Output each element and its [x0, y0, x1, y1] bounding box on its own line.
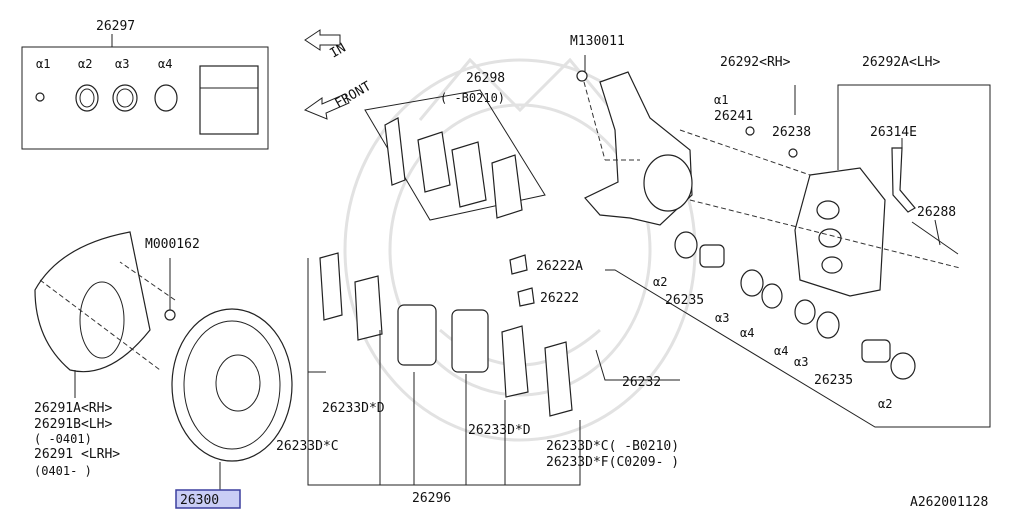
label-a2-kit[interactable]: α2 — [78, 57, 92, 71]
highlight-box — [175, 489, 241, 509]
label-m130011[interactable]: M130011 — [570, 34, 625, 49]
label-26298-range: ( -B0210) — [440, 91, 505, 105]
label-26235-bottom[interactable]: 26235 — [814, 373, 853, 388]
label-a2-top[interactable]: α2 — [653, 275, 667, 289]
diagram-reference-code: A262001128 — [910, 495, 988, 510]
pad-kit-group — [364, 89, 546, 221]
label-a1-kit[interactable]: α1 — [36, 57, 50, 71]
label-26232[interactable]: 26232 — [622, 375, 661, 390]
bolt-26238 — [788, 148, 798, 158]
clip-26222a — [509, 254, 528, 275]
label-26291-range: (0401- ) — [34, 464, 92, 478]
label-a3-bottom[interactable]: α3 — [794, 355, 808, 369]
ring-a4 — [154, 84, 178, 112]
bolt-m000162 — [164, 309, 176, 321]
dust-shield — [34, 231, 176, 373]
label-26314e[interactable]: 26314E — [870, 125, 917, 140]
grease-packet — [199, 65, 259, 135]
label-26233d-d-right[interactable]: 26233D*D — [468, 423, 531, 438]
label-a4-bottom[interactable]: α4 — [774, 344, 788, 358]
callout-labels: 26297 α1 α2 α3 α4 IN FRONT 26298 ( -B021… — [34, 19, 988, 510]
label-26291a[interactable]: 26291A<RH> — [34, 401, 112, 416]
label-26233d-c-right[interactable]: 26233D*C( -B0210) — [546, 439, 679, 454]
arrow-front-icon — [303, 93, 350, 120]
label-26300-highlighted[interactable]: 26300 — [180, 493, 219, 508]
label-a1-caliper[interactable]: α1 — [714, 93, 728, 107]
small-bolt-a1 — [35, 92, 45, 102]
label-26233d-f[interactable]: 26233D*F(C0209- ) — [546, 455, 679, 470]
pad-kit-outline — [364, 89, 546, 221]
clip-26222 — [517, 287, 535, 307]
direction-in-label: IN — [328, 41, 349, 62]
label-26292a-lh[interactable]: 26292A<LH> — [862, 55, 940, 70]
brake-rotor — [171, 308, 293, 462]
label-26235-top[interactable]: 26235 — [665, 293, 704, 308]
seal-kit-group — [21, 34, 269, 150]
label-26233d-c-left[interactable]: 26233D*C — [276, 439, 339, 454]
direction-arrows — [303, 29, 350, 120]
pads-and-shims — [319, 252, 573, 417]
bleeder-26241 — [745, 126, 755, 136]
label-26238[interactable]: 26238 — [772, 125, 811, 140]
label-26222[interactable]: 26222 — [540, 291, 579, 306]
label-26291b[interactable]: 26291B<LH> — [34, 417, 112, 432]
label-a2-bottom[interactable]: α2 — [878, 397, 892, 411]
label-m000162[interactable]: M000162 — [145, 237, 200, 252]
label-26291b-range: ( -0401) — [34, 432, 92, 446]
label-26222a[interactable]: 26222A — [536, 259, 583, 274]
arrow-in-icon — [304, 29, 341, 51]
label-26297[interactable]: 26297 — [96, 19, 135, 34]
outer-pad — [451, 309, 489, 373]
label-a3-kit[interactable]: α3 — [115, 57, 129, 71]
label-26288[interactable]: 26288 — [917, 205, 956, 220]
direction-front-label: FRONT — [333, 79, 375, 112]
pad-spring-26314e — [891, 147, 916, 213]
label-a3-top[interactable]: α3 — [715, 311, 729, 325]
label-a4-top[interactable]: α4 — [740, 326, 754, 340]
bolt-m130011 — [576, 70, 588, 82]
pistons-and-seals — [674, 231, 916, 380]
pin-26288 — [911, 221, 959, 255]
label-26292-rh[interactable]: 26292<RH> — [720, 55, 791, 70]
seal-kit-box — [21, 46, 269, 150]
steering-knuckle — [576, 70, 693, 226]
label-a4-kit[interactable]: α4 — [158, 57, 172, 71]
guide-lines — [39, 81, 961, 371]
label-26241[interactable]: 26241 — [714, 109, 753, 124]
inner-pad — [397, 304, 437, 366]
label-26298[interactable]: 26298 — [466, 71, 505, 86]
leader-lines — [74, 55, 991, 490]
label-26291[interactable]: 26291 <LRH> — [34, 447, 120, 462]
caliper-assembly — [745, 126, 959, 297]
label-26233d-d-left[interactable]: 26233D*D — [322, 401, 385, 416]
ring-a2 — [75, 84, 99, 112]
label-26296[interactable]: 26296 — [412, 491, 451, 506]
